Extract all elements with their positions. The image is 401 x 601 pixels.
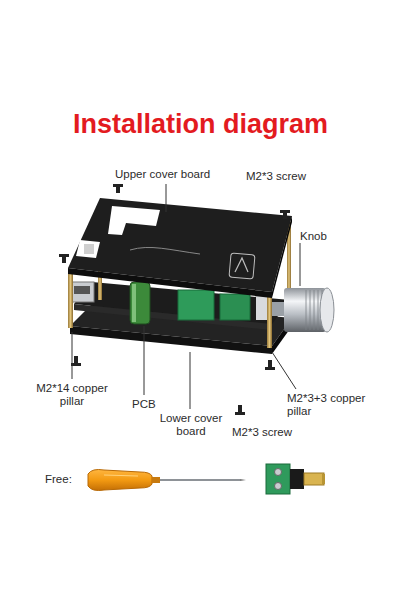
- copper-pillar: [267, 296, 272, 348]
- capacitor-shine: [132, 284, 136, 322]
- usb-port: [70, 282, 94, 302]
- board-print: [130, 247, 200, 254]
- board-print: [229, 253, 255, 279]
- part-label: M2*3 screw: [232, 426, 292, 439]
- knob-shaft: [272, 302, 284, 316]
- leader-lines: [72, 184, 300, 409]
- copper-pillar: [68, 270, 73, 328]
- part-label: Knob: [300, 230, 327, 243]
- part-label: M2*3+3 copper pillar: [287, 392, 369, 418]
- switch: [84, 244, 94, 254]
- title: Installation diagram: [73, 108, 328, 140]
- knob-face: [320, 288, 334, 332]
- part-label: PCB: [132, 398, 156, 411]
- screws: [59, 184, 290, 415]
- lower-board-edge: [70, 326, 272, 354]
- board-print: [235, 258, 248, 272]
- board-notch: [76, 240, 100, 258]
- board-notch: [108, 206, 160, 235]
- dc-connector: [266, 464, 325, 494]
- part-label: Free:: [45, 473, 72, 486]
- capacitor: [130, 282, 150, 324]
- upper-board-side: [272, 216, 292, 298]
- part-label: M2*3 screw: [246, 170, 306, 183]
- usb-slot: [74, 286, 90, 294]
- heatsink: [178, 290, 214, 320]
- heatsink: [220, 294, 250, 320]
- part-label: Upper cover board: [115, 168, 210, 181]
- part-label: Lower cover board: [156, 412, 226, 438]
- upper-board-edge: [68, 268, 272, 298]
- part-label: M2*14 copper pillar: [36, 382, 108, 408]
- potentiometer-body: [256, 296, 268, 320]
- screwdriver: [88, 470, 246, 491]
